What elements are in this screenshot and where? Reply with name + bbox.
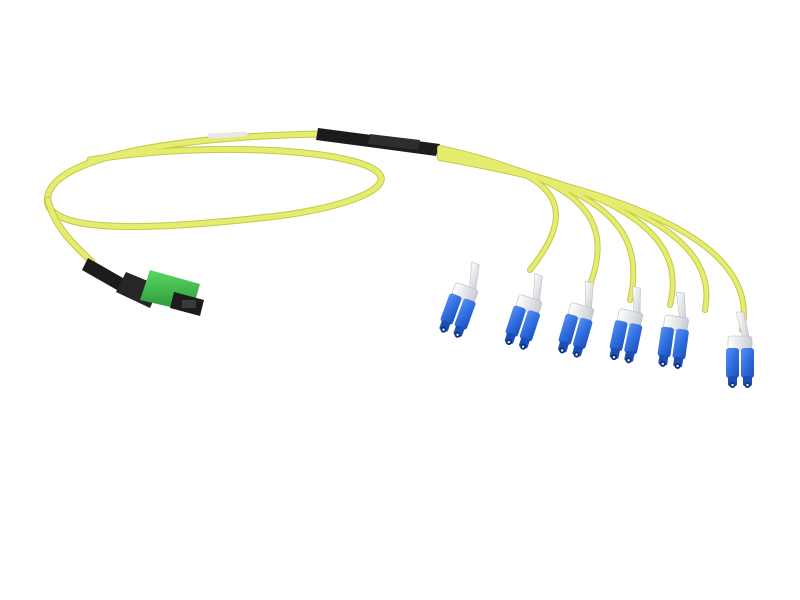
lc-connector-3 xyxy=(554,277,604,360)
lc-connector-1 xyxy=(435,258,490,341)
lc-connector-5 xyxy=(655,290,695,371)
breakout-boot xyxy=(316,128,440,156)
trunk-cable xyxy=(43,130,385,266)
breakout-legs xyxy=(437,145,747,333)
mpo-connector xyxy=(82,258,204,316)
lc-connector-2 xyxy=(501,270,553,353)
lc-connector-6 xyxy=(725,311,755,389)
